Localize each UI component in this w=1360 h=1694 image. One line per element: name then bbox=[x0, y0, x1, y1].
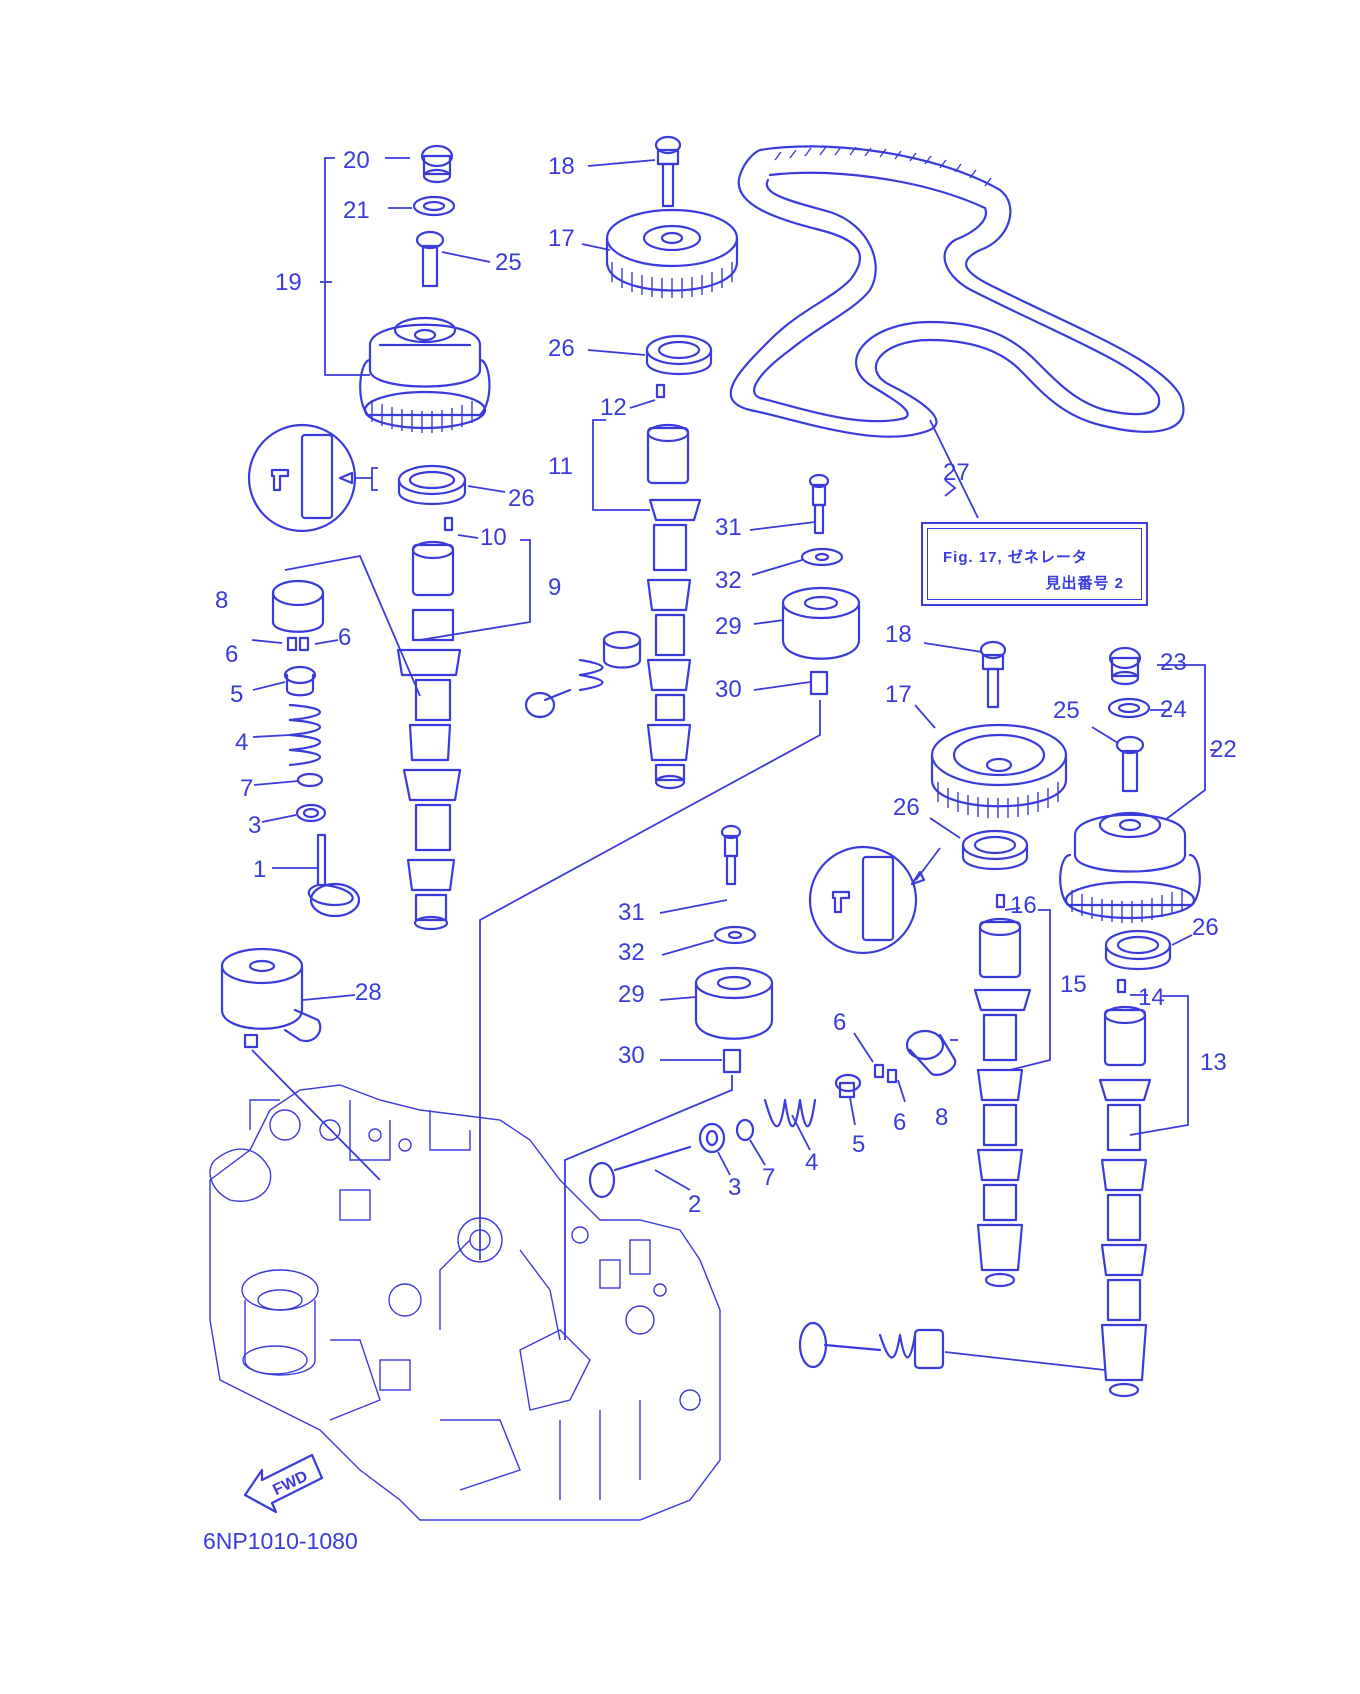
callout: 9 bbox=[548, 574, 561, 601]
right-camshaft-exhaust bbox=[1098, 978, 1152, 1398]
callout: 26 bbox=[1192, 914, 1219, 941]
callout: 10 bbox=[480, 524, 507, 551]
callout: 8 bbox=[215, 587, 228, 614]
reference-line-2: 見出番号 2 bbox=[1045, 575, 1124, 592]
oil-seal-left bbox=[397, 464, 467, 506]
callout: 27 bbox=[943, 459, 970, 486]
callout: 30 bbox=[715, 676, 742, 703]
callout: 19 bbox=[275, 269, 302, 296]
callout: 18 bbox=[885, 621, 912, 648]
oil-seal-center bbox=[645, 334, 713, 376]
callout: 5 bbox=[230, 681, 243, 708]
callout: 6 bbox=[338, 624, 351, 651]
callout: 20 bbox=[343, 147, 370, 174]
sealant-symbol-left bbox=[247, 423, 378, 533]
callout: 29 bbox=[715, 613, 742, 640]
callout: 31 bbox=[715, 514, 742, 541]
figure-reference-box: Fig. 17, ゼネレータ 見出番号 2 bbox=[921, 522, 1148, 606]
callout: 2 bbox=[688, 1191, 701, 1218]
callout: 4 bbox=[805, 1149, 818, 1176]
callout: 4 bbox=[235, 729, 248, 756]
callout: 16 bbox=[1010, 892, 1037, 919]
right-camshaft-intake bbox=[973, 893, 1032, 1288]
idler-pulley-upper bbox=[781, 473, 861, 696]
callout: 6 bbox=[225, 641, 238, 668]
valve-assembly-center bbox=[524, 630, 642, 719]
callout: 17 bbox=[548, 225, 575, 252]
callout-labels: 20 21 25 19 18 17 26 12 11 26 10 9 8 6 6… bbox=[215, 147, 1237, 1218]
sealant-symbol-right bbox=[808, 845, 941, 955]
callout: 29 bbox=[618, 981, 645, 1008]
callout: 28 bbox=[355, 979, 382, 1006]
callout: 3 bbox=[248, 812, 261, 839]
valve-lifter-left bbox=[271, 579, 325, 633]
callout: 7 bbox=[762, 1164, 775, 1191]
center-camshaft bbox=[646, 383, 702, 790]
callout: 17 bbox=[885, 681, 912, 708]
center-sprocket bbox=[605, 135, 739, 298]
left-camshaft bbox=[396, 516, 462, 931]
callout: 6 bbox=[893, 1109, 906, 1136]
belt-tensioner bbox=[220, 947, 322, 1049]
callout: 26 bbox=[893, 794, 920, 821]
right-sprocket bbox=[930, 640, 1068, 818]
callout: 22 bbox=[1210, 736, 1237, 763]
callout: 26 bbox=[508, 485, 535, 512]
callout: 13 bbox=[1200, 1049, 1227, 1076]
callout: 31 bbox=[618, 899, 645, 926]
callout: 18 bbox=[548, 153, 575, 180]
callout: 26 bbox=[548, 335, 575, 362]
valve-assembly-right bbox=[798, 1321, 945, 1370]
callout: 5 bbox=[852, 1131, 865, 1158]
reference-line-1: Fig. 17, ゼネレータ bbox=[943, 549, 1088, 566]
callout: 32 bbox=[715, 567, 742, 594]
figure-code: 6NP1010-1080 bbox=[203, 1528, 358, 1554]
fwd-arrow bbox=[243, 1453, 324, 1514]
oil-seal-right-2 bbox=[1104, 929, 1172, 971]
callout: 15 bbox=[1060, 971, 1087, 998]
idler-pulley-lower bbox=[694, 824, 774, 1074]
callout: 7 bbox=[240, 775, 253, 802]
callout: 1 bbox=[253, 856, 266, 883]
callout: 21 bbox=[343, 197, 370, 224]
callout: 12 bbox=[600, 394, 627, 421]
callout: 25 bbox=[495, 249, 522, 276]
left-sprocket-assembly bbox=[359, 144, 491, 433]
oil-seal-right-1 bbox=[961, 829, 1029, 871]
valve-train-left bbox=[283, 636, 361, 918]
callout: 3 bbox=[728, 1174, 741, 1201]
callout: 30 bbox=[618, 1042, 645, 1069]
callout: 23 bbox=[1160, 649, 1187, 676]
callout: 32 bbox=[618, 939, 645, 966]
callout: 24 bbox=[1160, 696, 1187, 723]
engine-block bbox=[209, 1084, 721, 1521]
timing-belt bbox=[729, 145, 1185, 438]
reference-box-inner-frame bbox=[927, 528, 1142, 600]
callout: 8 bbox=[935, 1104, 948, 1131]
right-sprocket-assembly bbox=[1059, 646, 1201, 923]
callout: 11 bbox=[548, 453, 573, 480]
callout: 6 bbox=[833, 1009, 846, 1036]
callout: 25 bbox=[1053, 697, 1080, 724]
callout: 14 bbox=[1138, 984, 1165, 1011]
valve-train-right bbox=[588, 1029, 957, 1199]
